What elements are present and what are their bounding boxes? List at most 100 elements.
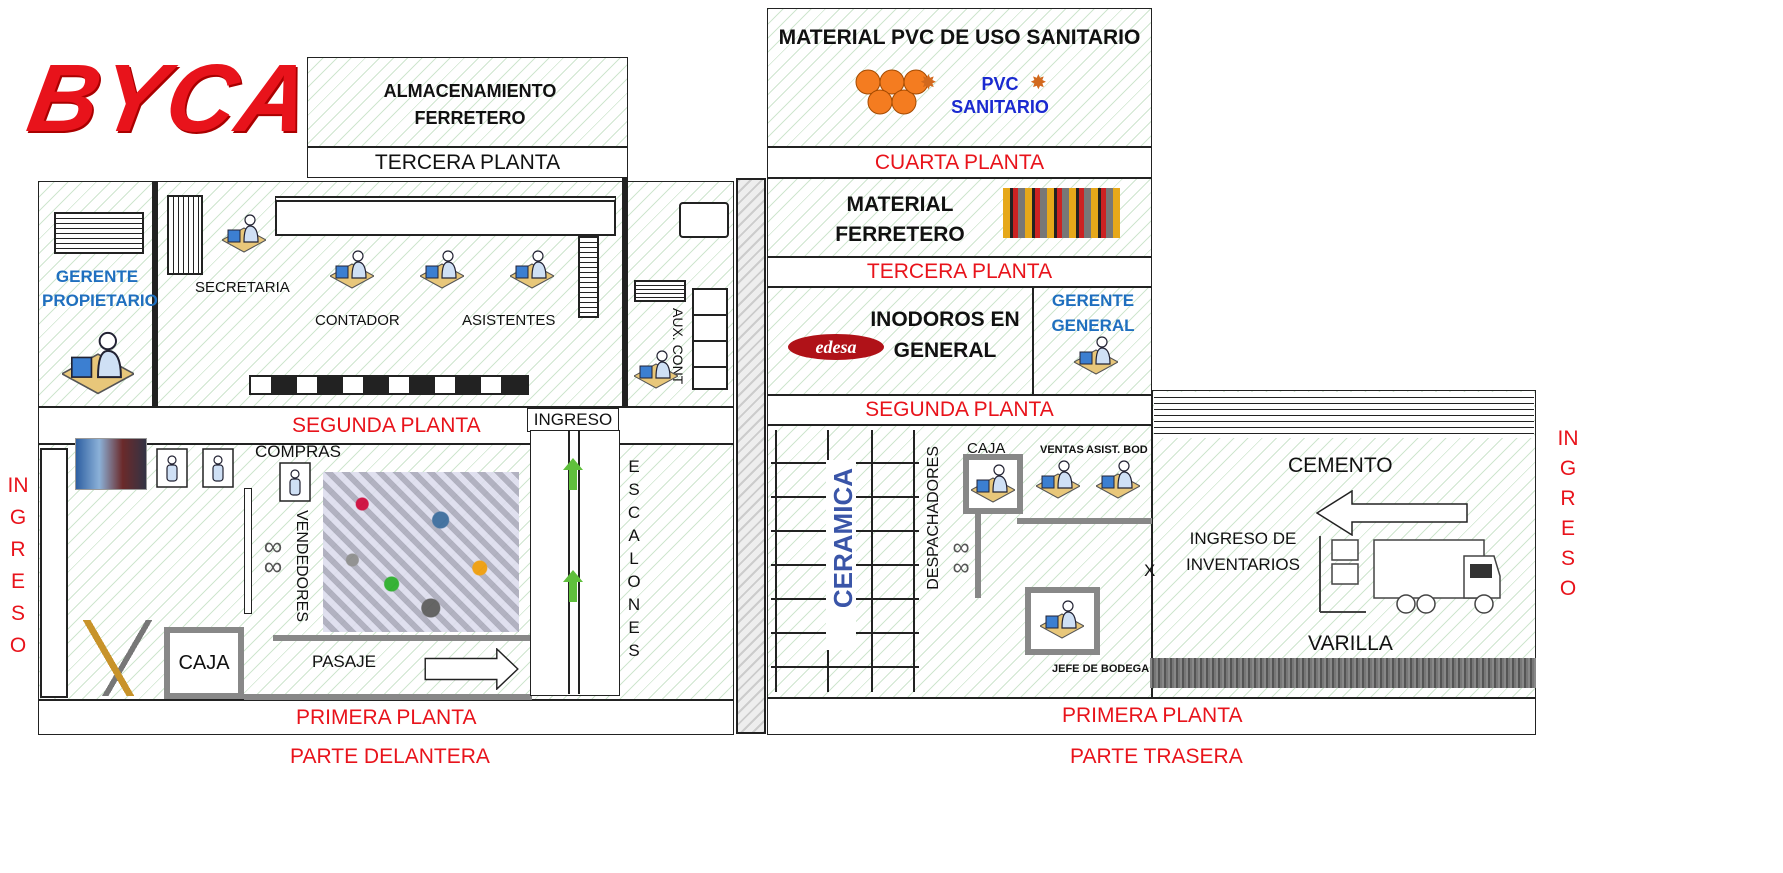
primera-planta-front-label: PRIMERA PLANTA [296, 706, 477, 729]
side-ingreso-left: INGRESO [7, 474, 29, 657]
file-cabinet [167, 195, 203, 275]
primera-planta-back-label: PRIMERA PLANTA [1062, 704, 1243, 727]
varilla-label: VARILLA [1308, 632, 1393, 655]
back-second-floor-room [767, 287, 1033, 395]
gerente-general-label: GERENTE GENERAL [1036, 288, 1150, 338]
compras-icon [279, 462, 311, 502]
ingreso-inventarios-line1: INGRESO DE [1189, 529, 1297, 548]
left-arrow-icon [1316, 490, 1468, 536]
secretaria-icon [222, 214, 266, 253]
leaf-icon: ✸ [920, 72, 937, 94]
pvc-material-label: MATERIAL PVC DE USO SANITARIO [778, 26, 1141, 49]
hardware-tools-image [323, 472, 519, 632]
caja-back-label: CAJA [967, 440, 1006, 457]
pasaje-wall [244, 694, 532, 700]
central-wall [736, 178, 766, 734]
compras-label: COMPRAS [255, 442, 341, 461]
warehouse-roof-lines [1154, 392, 1534, 438]
vendor-counter [244, 488, 252, 614]
ceramica-sign-bg [826, 460, 856, 650]
front-first-floor-band [38, 700, 734, 735]
partition-wall [152, 181, 158, 410]
ventas-icon [1036, 460, 1080, 499]
segunda-planta-front-label: SEGUNDA PLANTA [292, 414, 481, 437]
material-ferretero-label: MATERIAL FERRETERO [810, 190, 990, 250]
vendor-icon [202, 448, 234, 488]
cemento-label: CEMENTO [1288, 454, 1393, 477]
back-fourth-floor-band [767, 147, 1152, 178]
pasaje-wall [273, 635, 530, 641]
partition-wall [622, 178, 628, 407]
tercera-planta-back-label: TERCERA PLANTA [866, 260, 1053, 283]
staircase [530, 430, 620, 696]
caja-back-icon [971, 464, 1015, 503]
x-mark: X [1144, 561, 1156, 580]
escalones-label: ESCALONES [627, 457, 641, 660]
front-third-floor-band [307, 147, 628, 178]
asistente-icon [420, 250, 464, 289]
gerente-propietario-icon [62, 331, 134, 395]
forklift-truck-icon [1319, 536, 1501, 614]
customers-icon: ∞∞ [263, 531, 283, 581]
inodoros-line1: INODOROS EN [870, 308, 1020, 331]
aux-cont-label: AUX. CONT [670, 308, 686, 385]
gerente-general-office [1033, 287, 1152, 395]
sanitario-text: SANITARIO [951, 97, 1049, 117]
aux-cont-icon [634, 350, 678, 389]
sink-furniture [634, 280, 686, 302]
toilet-icon [679, 202, 729, 238]
almacenamiento-ferretero-label: ALMACENAMIENTO FERRETERO [383, 81, 557, 128]
front-third-floor-room [307, 57, 628, 147]
contador-label: CONTADOR [315, 312, 400, 329]
hand-tools-image [1003, 188, 1120, 238]
material-ferretero-line1: MATERIAL [846, 193, 954, 216]
asistente-icon [510, 250, 554, 289]
entrance-door[interactable] [40, 448, 68, 698]
gerente-general-icon [1074, 336, 1118, 375]
products-photo [75, 438, 147, 490]
warehouse-floor-texture [1150, 658, 1536, 688]
asistentes-label: ASISTENTES [462, 312, 556, 329]
pvc-text: PVC [981, 74, 1019, 94]
long-bench [249, 375, 529, 395]
stair-rail [568, 430, 570, 694]
caja-front-box [164, 627, 244, 699]
secretaria-label: SECRETARIA [195, 279, 290, 296]
back-third-floor-band [767, 257, 1152, 287]
back-second-floor-band [767, 395, 1152, 425]
up-arrow-icon [563, 570, 583, 602]
despachadores-label: DESPACHADORES [925, 446, 942, 590]
gerente-propietario-label: GERENTE PROPIETARIO [42, 267, 158, 310]
parte-delantera-label: PARTE DELANTERA [290, 745, 490, 768]
long-counter [275, 196, 616, 236]
pasaje-arrow-icon [424, 648, 519, 690]
caja-front-label: CAJA [178, 652, 230, 674]
gerente-general-line2: GENERAL [1051, 316, 1135, 335]
inodoros-label: INODOROS EN GENERAL [862, 304, 1028, 366]
ingreso-stair-label: INGRESO [527, 408, 619, 432]
pasaje-label: PASAJE [312, 652, 376, 671]
back-fourth-floor-room [767, 8, 1152, 147]
shelf [578, 236, 599, 318]
jefe-bodega-label: JEFE DE BODEGA [1052, 663, 1150, 675]
gerente-general-line1: GERENTE [1051, 291, 1135, 310]
up-arrow-icon [563, 458, 583, 490]
vendedores-label: VENDEDORES [293, 510, 310, 623]
parte-trasera-label: PARTE TRASERA [1070, 745, 1243, 768]
pvc-pipes-icon [855, 69, 929, 115]
leaf-icon: ✸ [1030, 72, 1047, 94]
caja-partition [1017, 518, 1152, 524]
jefe-bodega-icon [1040, 600, 1084, 639]
customers-back-icon: ∞∞ [952, 534, 970, 581]
cuarta-planta-label: CUARTA PLANTA [874, 151, 1045, 174]
edesa-brand-logo: edesa [788, 334, 884, 360]
tools-small-image [75, 620, 160, 696]
stair-rail [578, 430, 580, 694]
ingreso-inventarios-line2: INVENTARIOS [1186, 555, 1300, 574]
asist-bod-icon [1096, 460, 1140, 499]
side-ingreso-right: INGRESO [1557, 427, 1579, 600]
segunda-planta-back-label: SEGUNDA PLANTA [865, 398, 1054, 421]
desk-furniture [54, 212, 144, 254]
material-ferretero-line2: FERRETERO [835, 223, 965, 246]
ingreso-inventarios-label: INGRESO DE INVENTARIOS [1178, 526, 1308, 578]
